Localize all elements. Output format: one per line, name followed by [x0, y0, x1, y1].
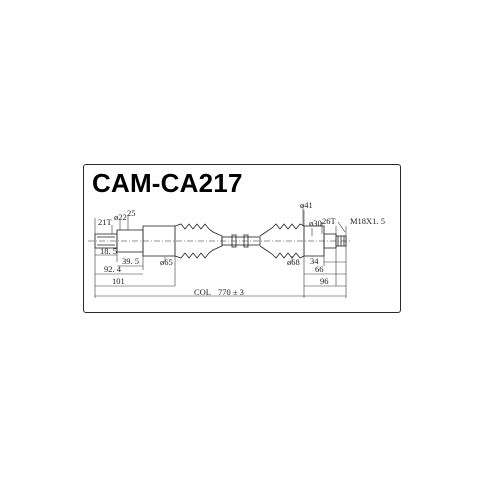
dia-22-label: ø22 [114, 212, 127, 222]
overall-length-label: 770 ± 3 [218, 287, 244, 297]
dia-30-label: ø30 [309, 218, 322, 228]
thread-label: M18X1. 5 [350, 216, 385, 226]
drawing-frame [83, 164, 401, 313]
right-boot [259, 223, 305, 237]
spline-left-label: 21T [98, 217, 113, 227]
part-number-title: CAM-CA217 [92, 168, 243, 198]
dia-25-label: 25 [127, 208, 136, 218]
dim-96-label: 96 [320, 276, 329, 286]
dia-65-label: ø65 [160, 257, 173, 267]
dia-41-label: ø41 [300, 200, 313, 210]
dim-34-label: 34 [310, 256, 319, 266]
dim-66-label: 66 [315, 264, 324, 274]
dim-92-4-label: 92. 4 [104, 264, 122, 274]
col-label: COL [194, 287, 211, 297]
dim-18-5-label: 18. 5 [100, 246, 117, 256]
dim-39-5-label: 39. 5 [122, 256, 139, 266]
dim-101-label: 101 [112, 276, 125, 286]
dia-68-label: ø68 [287, 257, 300, 267]
spline-right-label: 26T [322, 216, 337, 226]
